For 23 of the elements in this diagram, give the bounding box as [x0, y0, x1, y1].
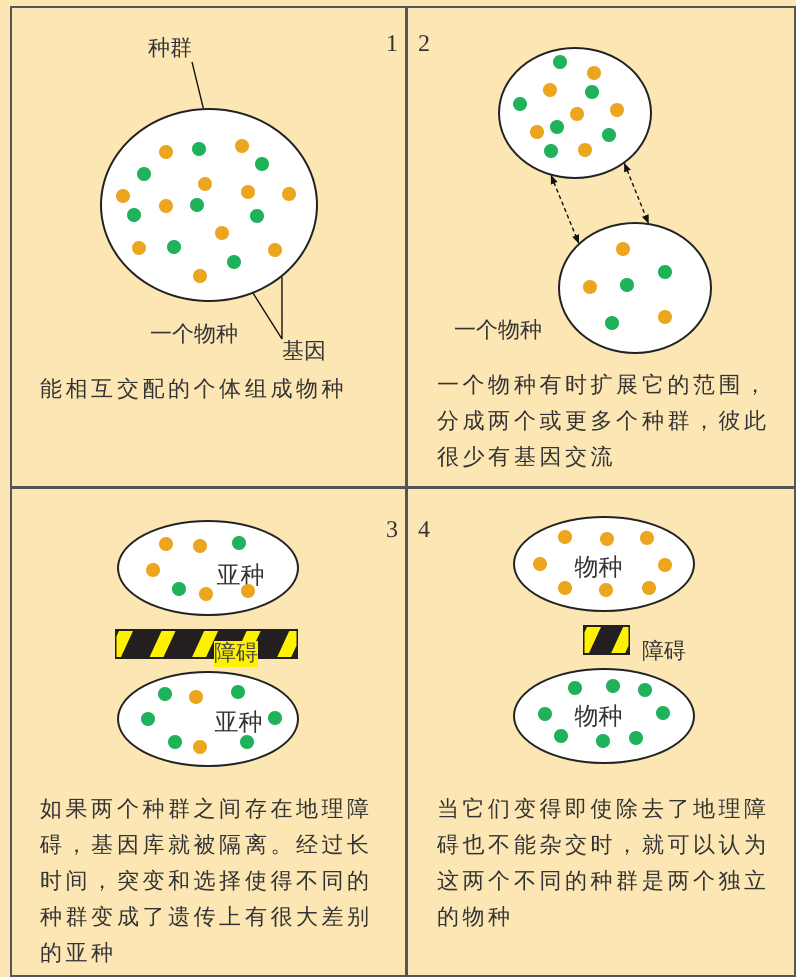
leader-line — [252, 293, 283, 340]
ellipse-label: 亚种 — [214, 708, 262, 734]
panel-number: 4 — [418, 518, 430, 542]
leader-line — [191, 62, 204, 108]
callout-label: 种群 — [148, 36, 192, 62]
caption-text: 一个物种有时扩展它的范围，分成两个或更多个种群，彼此很少有基因交流 — [437, 372, 771, 472]
leader-line — [281, 277, 283, 339]
node-caption: 一个物种 — [150, 322, 238, 348]
node-caption: 一个物种 — [454, 318, 542, 344]
ellipse-label: 物种 — [574, 702, 622, 728]
callout-label: 基因 — [282, 339, 326, 365]
ellipse-label: 亚种 — [216, 562, 264, 588]
double-arrow — [624, 162, 650, 224]
double-arrow — [550, 174, 580, 244]
barrier-label: 障碍 — [214, 641, 258, 667]
caption-text: 能相互交配的个体组成物种 — [40, 376, 348, 404]
panel-number: 2 — [418, 32, 430, 56]
node-caption: 障碍 — [642, 639, 686, 665]
caption-text: 当它们变得即使除去了地理障碍也不能杂交时，就可以认为这两个不同的种群是两个独立的物种 — [437, 796, 771, 932]
ellipse-label: 物种 — [574, 554, 622, 580]
panel-number: 1 — [386, 32, 398, 56]
panel-number: 3 — [386, 518, 398, 542]
caption-text: 如果两个种群之间存在地理障碍，基因库就被隔离。经过长时间，突变和选择使得不同的种群变成了遗传上有很大差别的亚种 — [40, 796, 374, 968]
